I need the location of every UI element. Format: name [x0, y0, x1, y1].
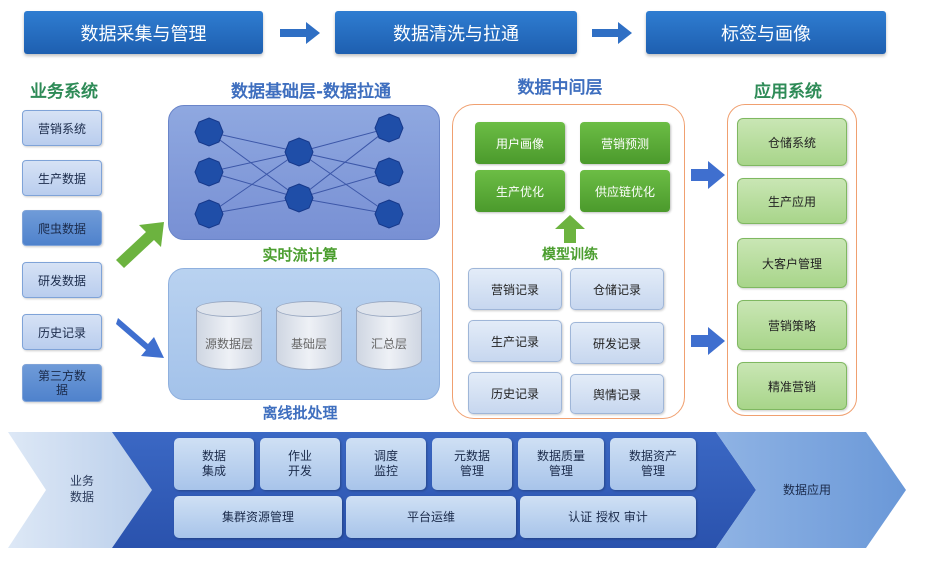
band-left-chevron: [8, 432, 158, 548]
arrow-right-icon: [592, 22, 632, 44]
arrow-down-right-icon: [116, 318, 164, 358]
cylinder-top: [356, 301, 422, 317]
middle-green-item: 用户画像: [475, 122, 565, 164]
band-bottom-tile: 认证 授权 审计: [520, 496, 696, 538]
arrow-right-icon: [280, 22, 320, 44]
middle-green-item: 供应链优化: [580, 170, 670, 212]
band-tile: 元数据 管理: [432, 438, 512, 490]
cylinder-top: [196, 301, 262, 317]
business-item: 研发数据: [22, 262, 102, 298]
record-item: 仓储记录: [570, 268, 664, 310]
app-item: 仓储系统: [737, 118, 847, 166]
network-node: [374, 113, 404, 143]
band-tile: 作业 开发: [260, 438, 340, 490]
header-step-clean: 数据清洗与拉通: [335, 11, 577, 54]
business-title: 业务系统: [30, 81, 98, 102]
cylinder-source: 源数据层: [196, 308, 262, 370]
network-node: [194, 117, 224, 147]
record-item: 营销记录: [468, 268, 562, 310]
record-item: 研发记录: [570, 322, 664, 364]
network-node: [374, 157, 404, 187]
record-item: 生产记录: [468, 320, 562, 362]
cylinder-base: 基础层: [276, 308, 342, 370]
cylinder-summary: 汇总层: [356, 308, 422, 370]
arrow-up-icon: [555, 215, 585, 243]
record-item: 舆情记录: [570, 374, 664, 414]
band-tile: 调度 监控: [346, 438, 426, 490]
middle-green-item: 营销预测: [580, 122, 670, 164]
middle-green-item: 生产优化: [475, 170, 565, 212]
business-item: 生产数据: [22, 160, 102, 196]
business-item: 爬虫数据: [22, 210, 102, 246]
band-right-chevron: [716, 432, 906, 548]
band-left-label: 业务 数据: [69, 474, 94, 504]
network-node: [194, 199, 224, 229]
stream-panel: [168, 105, 440, 240]
cylinder-top: [276, 301, 342, 317]
business-item: 第三方数 据: [22, 364, 102, 402]
band-bottom-tile: 集群资源管理: [174, 496, 342, 538]
app-item: 精准营销: [737, 362, 847, 410]
band-tile: 数据质量 管理: [518, 438, 604, 490]
band-right-label: 数据应用: [782, 482, 831, 497]
stream-label: 实时流计算: [262, 245, 338, 264]
header-step-label: 标签与画像: [646, 11, 886, 54]
network-node: [284, 183, 314, 213]
model-training-label: 模型训练: [542, 247, 598, 263]
app-item: 大客户管理: [737, 238, 847, 288]
arrow-right-icon: [691, 327, 725, 355]
band-tile: 数据资产 管理: [610, 438, 696, 490]
network-graph: [194, 113, 404, 229]
record-item: 历史记录: [468, 372, 562, 414]
header-step-collect: 数据采集与管理: [24, 11, 263, 54]
arrow-up-right-icon: [116, 222, 164, 268]
app-item: 营销策略: [737, 300, 847, 350]
middle-title: 数据中间层: [517, 77, 603, 98]
app-item: 生产应用: [737, 178, 847, 224]
band-bottom-tile: 平台运维: [346, 496, 516, 538]
network-node: [194, 157, 224, 187]
business-item: 历史记录: [22, 314, 102, 350]
batch-label: 离线批处理: [262, 403, 338, 422]
arrow-right-icon: [691, 161, 725, 189]
apps-title: 应用系统: [754, 81, 822, 102]
foundation-title: 数据基础层-数据拉通: [230, 81, 392, 102]
network-node: [284, 137, 314, 167]
network-node: [374, 199, 404, 229]
business-item: 营销系统: [22, 110, 102, 146]
band-tile: 数据 集成: [174, 438, 254, 490]
